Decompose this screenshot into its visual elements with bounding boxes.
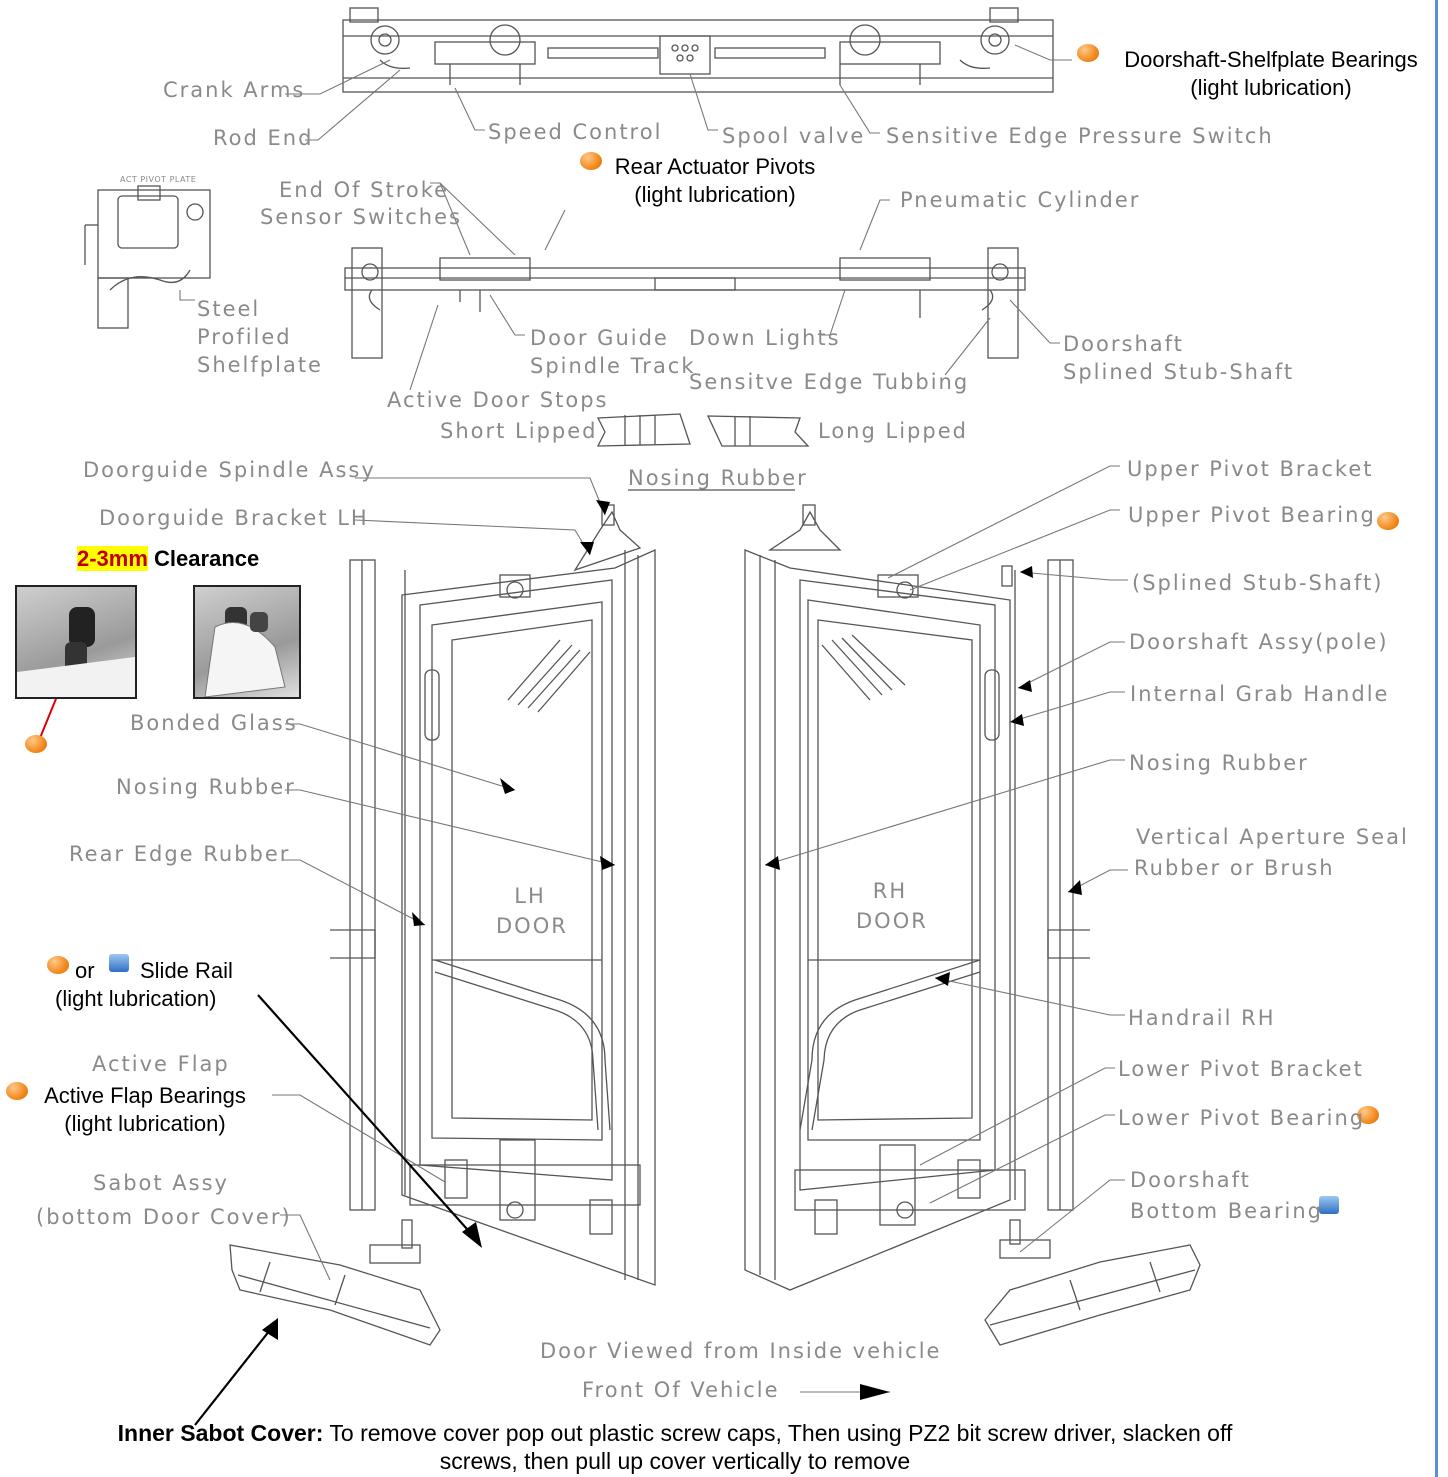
label-profiled: Profiled — [197, 325, 292, 349]
label-pneumatic-cylinder: Pneumatic Cylinder — [900, 188, 1141, 212]
text-line: (light lubrication) — [64, 1110, 226, 1136]
clearance-value: 2-3mm — [77, 546, 148, 571]
label-front-of-vehicle: Front Of Vehicle — [582, 1378, 780, 1402]
label-slide-rail-lube: (light lubrication) — [55, 986, 217, 1011]
label-active-flap-bearings: Active Flap Bearings (light lubrication) — [30, 1082, 260, 1137]
label-active-flap: Active Flap — [92, 1052, 230, 1076]
lubrication-icon — [580, 152, 602, 170]
middle-actuator-assembly — [344, 247, 1026, 359]
label-spindle-track: Spindle Track — [530, 354, 696, 378]
label-lower-pivot-bracket: Lower Pivot Bracket — [1118, 1057, 1364, 1081]
text-line: Doorshaft-Shelfplate Bearings — [1124, 47, 1418, 72]
label-active-door-stops: Active Door Stops — [387, 388, 609, 412]
label-handrail-rh: Handrail RH — [1128, 1006, 1276, 1030]
text-line: Rear Actuator Pivots — [614, 154, 816, 179]
label-upper-pivot-bracket: Upper Pivot Bracket — [1127, 457, 1374, 481]
label-crank-arms: Crank Arms — [163, 78, 306, 102]
label-rh-door-2: DOOR — [856, 909, 928, 933]
inner-sabot-line1: Inner Sabot Cover: To remove cover pop o… — [0, 1420, 1350, 1448]
label-doorshaft-assy: Doorshaft Assy(pole) — [1129, 630, 1389, 654]
top-actuator-assembly — [342, 7, 1054, 93]
label-bottom-door-cover: (bottom Door Cover) — [36, 1205, 292, 1229]
label-clearance: 2-3mm Clearance — [77, 545, 259, 573]
lh-door-drawing — [401, 504, 656, 1286]
text-line: (light lubrication) — [634, 181, 796, 207]
label-nosing-rubber-title: Nosing Rubber — [628, 466, 808, 490]
act-pivot-plate-drawing — [84, 185, 211, 329]
lubrication-icon — [1077, 44, 1099, 62]
label-down-lights: Down Lights — [689, 326, 841, 350]
page-border — [1435, 0, 1438, 1477]
label-speed-control: Speed Control — [488, 120, 663, 144]
lubrication-icon — [47, 956, 69, 974]
nosing-rubber-profiles — [596, 413, 810, 491]
label-long-lipped: Long Lipped — [818, 419, 968, 443]
lubrication-icon — [6, 1082, 28, 1100]
label-short-lipped: Short Lipped — [440, 419, 598, 443]
inner-sabot-title: Inner Sabot Cover: — [117, 1420, 324, 1446]
right-sabot-drawing — [984, 1219, 1201, 1346]
label-doorshaft-bottom: Doorshaft — [1130, 1168, 1251, 1192]
label-slide-rail: Slide Rail — [140, 958, 233, 983]
label-shelfplate: Shelfplate — [197, 353, 323, 377]
label-lower-pivot-bearing: Lower Pivot Bearing — [1118, 1106, 1366, 1130]
label-upper-pivot-bearing: Upper Pivot Bearing — [1128, 503, 1376, 527]
label-bonded-glass: Bonded Glass — [130, 711, 298, 735]
label-splined-stub-shaft-paren: (Splined Stub-Shaft) — [1132, 571, 1384, 595]
label-act-pivot-plate: ACT PIVOT PLATE — [120, 175, 197, 184]
label-rh-door: RH — [872, 879, 908, 903]
clearance-photo-right — [193, 585, 301, 699]
label-lh-door-2: DOOR — [496, 914, 568, 938]
label-vertical-aperture-seal: Vertical Aperture Seal — [1136, 825, 1409, 849]
label-bottom-bearing: Bottom Bearing — [1130, 1199, 1324, 1223]
clearance-word: Clearance — [154, 546, 260, 571]
label-door-guide: Door Guide — [530, 326, 669, 350]
label-steel: Steel — [197, 297, 261, 321]
label-end-of-stroke: End Of Stroke — [279, 178, 450, 202]
label-nosing-rubber-left: Nosing Rubber — [116, 775, 296, 799]
text-line: Active Flap Bearings — [44, 1083, 246, 1108]
label-rod-end: Rod End — [213, 126, 314, 150]
label-doorguide-spindle-assy: Doorguide Spindle Assy — [83, 458, 376, 482]
label-sensitive-edge-pressure-switch: Sensitive Edge Pressure Switch — [886, 124, 1274, 148]
label-door-viewed: Door Viewed from Inside vehicle — [540, 1339, 942, 1363]
label-slide-rail-or: or — [75, 958, 95, 983]
lubrication-icon — [1357, 1106, 1379, 1124]
label-doorshaft-shelfplate-bearings: Doorshaft-Shelfplate Bearings (light lub… — [1106, 46, 1436, 101]
label-nosing-rubber-right: Nosing Rubber — [1129, 751, 1309, 775]
text-line: (light lubrication) — [1190, 74, 1352, 100]
clearance-photo-left — [15, 585, 137, 699]
label-sensitive-edge-tubbing: Sensitve Edge Tubbing — [689, 370, 970, 394]
inner-sabot-text: To remove cover pop out plastic screw ca… — [323, 1420, 1233, 1446]
label-splined-stub-shaft: Splined Stub-Shaft — [1063, 360, 1295, 384]
lubrication-icon — [25, 735, 47, 753]
label-sabot-assy: Sabot Assy — [93, 1171, 229, 1195]
inner-sabot-note: Inner Sabot Cover: To remove cover pop o… — [0, 1420, 1350, 1475]
left-sabot-drawing — [229, 1219, 441, 1346]
slide-rail-icon — [109, 954, 129, 972]
label-rear-edge-rubber: Rear Edge Rubber — [69, 842, 291, 866]
label-spool-valve: Spool valve — [722, 124, 866, 148]
label-doorshaft: Doorshaft — [1063, 332, 1184, 356]
label-rear-actuator-pivots: Rear Actuator Pivots (light lubrication) — [600, 153, 830, 208]
label-doorguide-bracket-lh: Doorguide Bracket LH — [99, 506, 369, 530]
label-internal-grab-handle: Internal Grab Handle — [1130, 682, 1390, 706]
bottom-bearing-icon — [1319, 1196, 1339, 1214]
label-lh-door: LH — [514, 884, 546, 908]
inner-sabot-line2: screws, then pull up cover vertically to… — [439, 1447, 911, 1474]
lubrication-icon — [1377, 512, 1399, 530]
label-rubber-or-brush: Rubber or Brush — [1134, 856, 1335, 880]
label-sensor-switches: Sensor Switches — [260, 205, 462, 229]
